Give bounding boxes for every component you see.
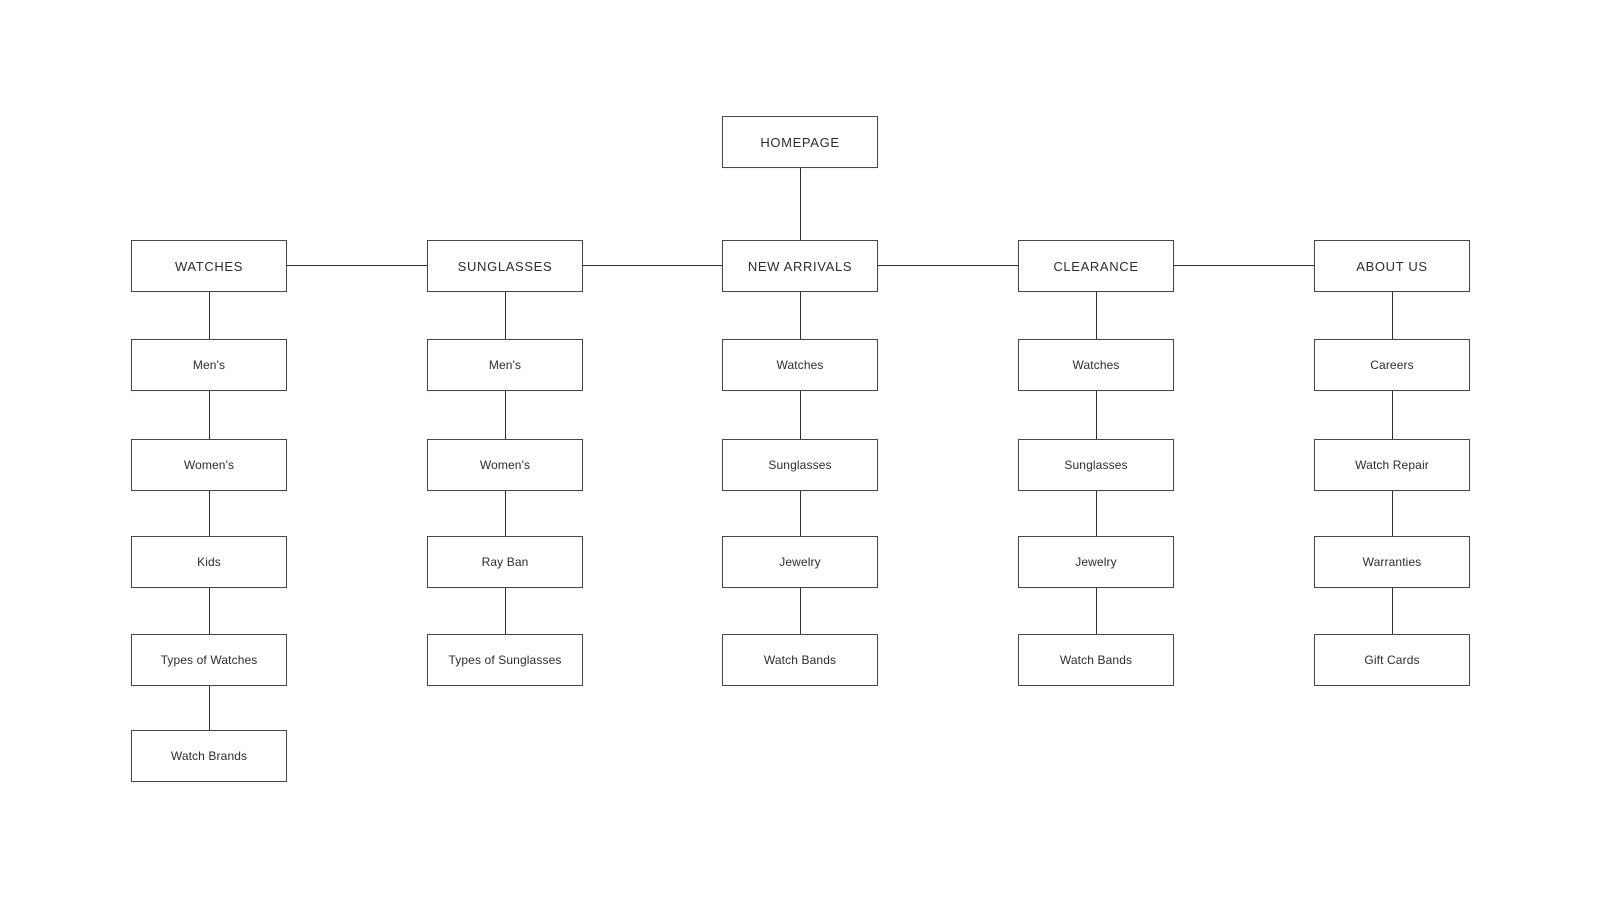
node-sunglasses[interactable]: SUNGLASSES [427, 240, 583, 292]
node-sunglasses-womens[interactable]: Women's [427, 439, 583, 491]
node-homepage[interactable]: HOMEPAGE [722, 116, 878, 168]
node-about-us-gift-cards[interactable]: Gift Cards [1314, 634, 1470, 686]
node-clearance-sunglasses[interactable]: Sunglasses [1018, 439, 1174, 491]
node-label: Jewelry [1075, 555, 1117, 569]
node-label: Men's [192, 358, 226, 372]
node-clearance-jewelry[interactable]: Jewelry [1018, 536, 1174, 588]
node-watches-womens[interactable]: Women's [131, 439, 287, 491]
connector-watches-column [209, 266, 210, 730]
node-label: Sunglasses [1064, 458, 1128, 472]
node-clearance-watch-bands[interactable]: Watch Bands [1018, 634, 1174, 686]
node-new-arrivals-watch-bands[interactable]: Watch Bands [722, 634, 878, 686]
node-label: Types of Watches [160, 653, 258, 667]
node-about-us-warranties[interactable]: Warranties [1314, 536, 1470, 588]
node-label: Gift Cards [1364, 653, 1420, 667]
node-new-arrivals[interactable]: NEW ARRIVALS [722, 240, 878, 292]
node-label: Jewelry [779, 555, 821, 569]
node-sunglasses-label: SUNGLASSES [457, 258, 553, 274]
node-about-us-careers[interactable]: Careers [1314, 339, 1470, 391]
node-about-us-label: ABOUT US [1356, 258, 1428, 274]
node-watches[interactable]: WATCHES [131, 240, 287, 292]
node-clearance-watches[interactable]: Watches [1018, 339, 1174, 391]
node-clearance[interactable]: CLEARANCE [1018, 240, 1174, 292]
node-clearance-label: CLEARANCE [1053, 258, 1139, 274]
node-label: Watch Repair [1355, 458, 1429, 472]
node-label: Sunglasses [768, 458, 832, 472]
node-label: Warranties [1362, 555, 1422, 569]
node-label: Ray Ban [481, 555, 529, 569]
node-label: Watch Brands [170, 749, 248, 763]
node-watches-watch-brands[interactable]: Watch Brands [131, 730, 287, 782]
node-label: Men's [488, 358, 522, 372]
node-label: Watches [1072, 358, 1120, 372]
node-about-us[interactable]: ABOUT US [1314, 240, 1470, 292]
node-about-us-watch-repair[interactable]: Watch Repair [1314, 439, 1470, 491]
node-new-arrivals-watches[interactable]: Watches [722, 339, 878, 391]
node-watches-label: WATCHES [174, 258, 244, 274]
node-homepage-label: HOMEPAGE [760, 134, 840, 150]
node-label: Watch Bands [1059, 653, 1133, 667]
node-label: Women's [479, 458, 531, 472]
node-label: Watches [776, 358, 824, 372]
node-label: Careers [1370, 358, 1414, 372]
node-watches-types-of-watches[interactable]: Types of Watches [131, 634, 287, 686]
node-label: Watch Bands [763, 653, 837, 667]
node-new-arrivals-sunglasses[interactable]: Sunglasses [722, 439, 878, 491]
node-watches-mens[interactable]: Men's [131, 339, 287, 391]
node-sunglasses-types-of-sunglasses[interactable]: Types of Sunglasses [427, 634, 583, 686]
node-sunglasses-mens[interactable]: Men's [427, 339, 583, 391]
node-new-arrivals-label: NEW ARRIVALS [747, 258, 853, 274]
node-label: Kids [197, 555, 221, 569]
node-watches-kids[interactable]: Kids [131, 536, 287, 588]
node-label: Types of Sunglasses [448, 653, 562, 667]
node-sunglasses-ray-ban[interactable]: Ray Ban [427, 536, 583, 588]
node-label: Women's [183, 458, 235, 472]
node-new-arrivals-jewelry[interactable]: Jewelry [722, 536, 878, 588]
